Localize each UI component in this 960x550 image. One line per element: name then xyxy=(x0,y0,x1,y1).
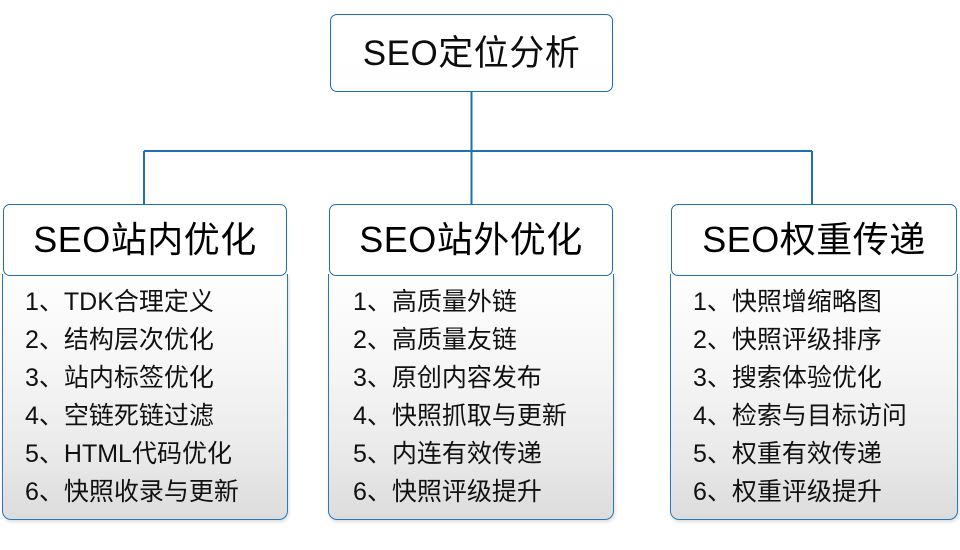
list-item: 4、检索与目标访问 xyxy=(693,402,907,430)
list-item: 6、权重评级提升 xyxy=(693,478,882,506)
list-item: 5、HTML代码优化 xyxy=(25,440,232,468)
column-seo-onsite: SEO站内优化 1、TDK合理定义 2、结构层次优化 3、站内标签优化 4、空链… xyxy=(2,204,288,520)
list-item: 1、快照增缩略图 xyxy=(693,288,882,316)
list-item: 3、原创内容发布 xyxy=(353,364,542,392)
root-node[interactable]: SEO定位分析 xyxy=(330,14,613,92)
column-header-label-2: SEO站外优化 xyxy=(359,219,583,260)
column-header-1[interactable]: SEO站内优化 xyxy=(3,204,287,276)
list-item: 6、快照评级提升 xyxy=(353,478,542,506)
column-header-3[interactable]: SEO权重传递 xyxy=(671,204,957,276)
list-item: 5、权重有效传递 xyxy=(693,440,882,468)
column-seo-weight-transfer: SEO权重传递 1、快照增缩略图 2、快照评级排序 3、搜索体验优化 4、检索与… xyxy=(670,204,958,520)
list-item: 1、高质量外链 xyxy=(353,288,517,316)
list-item: 2、快照评级排序 xyxy=(693,326,882,354)
column-header-2[interactable]: SEO站外优化 xyxy=(329,204,613,276)
list-item: 3、搜索体验优化 xyxy=(693,364,882,392)
column-seo-offsite: SEO站外优化 1、高质量外链 2、高质量友链 3、原创内容发布 4、快照抓取与… xyxy=(328,204,614,520)
column-body-2: 1、高质量外链 2、高质量友链 3、原创内容发布 4、快照抓取与更新 5、内连有… xyxy=(328,274,614,520)
column-header-label-3: SEO权重传递 xyxy=(702,219,926,260)
list-item: 1、TDK合理定义 xyxy=(25,288,214,316)
list-item: 5、内连有效传递 xyxy=(353,440,542,468)
list-item: 6、快照收录与更新 xyxy=(25,478,239,506)
list-item: 2、结构层次优化 xyxy=(25,326,214,354)
root-node-label: SEO定位分析 xyxy=(362,33,581,73)
column-header-label-1: SEO站内优化 xyxy=(33,219,257,260)
column-body-1: 1、TDK合理定义 2、结构层次优化 3、站内标签优化 4、空链死链过滤 5、H… xyxy=(2,274,288,520)
list-item: 3、站内标签优化 xyxy=(25,364,214,392)
list-item: 4、快照抓取与更新 xyxy=(353,402,567,430)
list-item: 4、空链死链过滤 xyxy=(25,402,214,430)
list-item: 2、高质量友链 xyxy=(353,326,517,354)
column-body-3: 1、快照增缩略图 2、快照评级排序 3、搜索体验优化 4、检索与目标访问 5、权… xyxy=(670,274,958,520)
